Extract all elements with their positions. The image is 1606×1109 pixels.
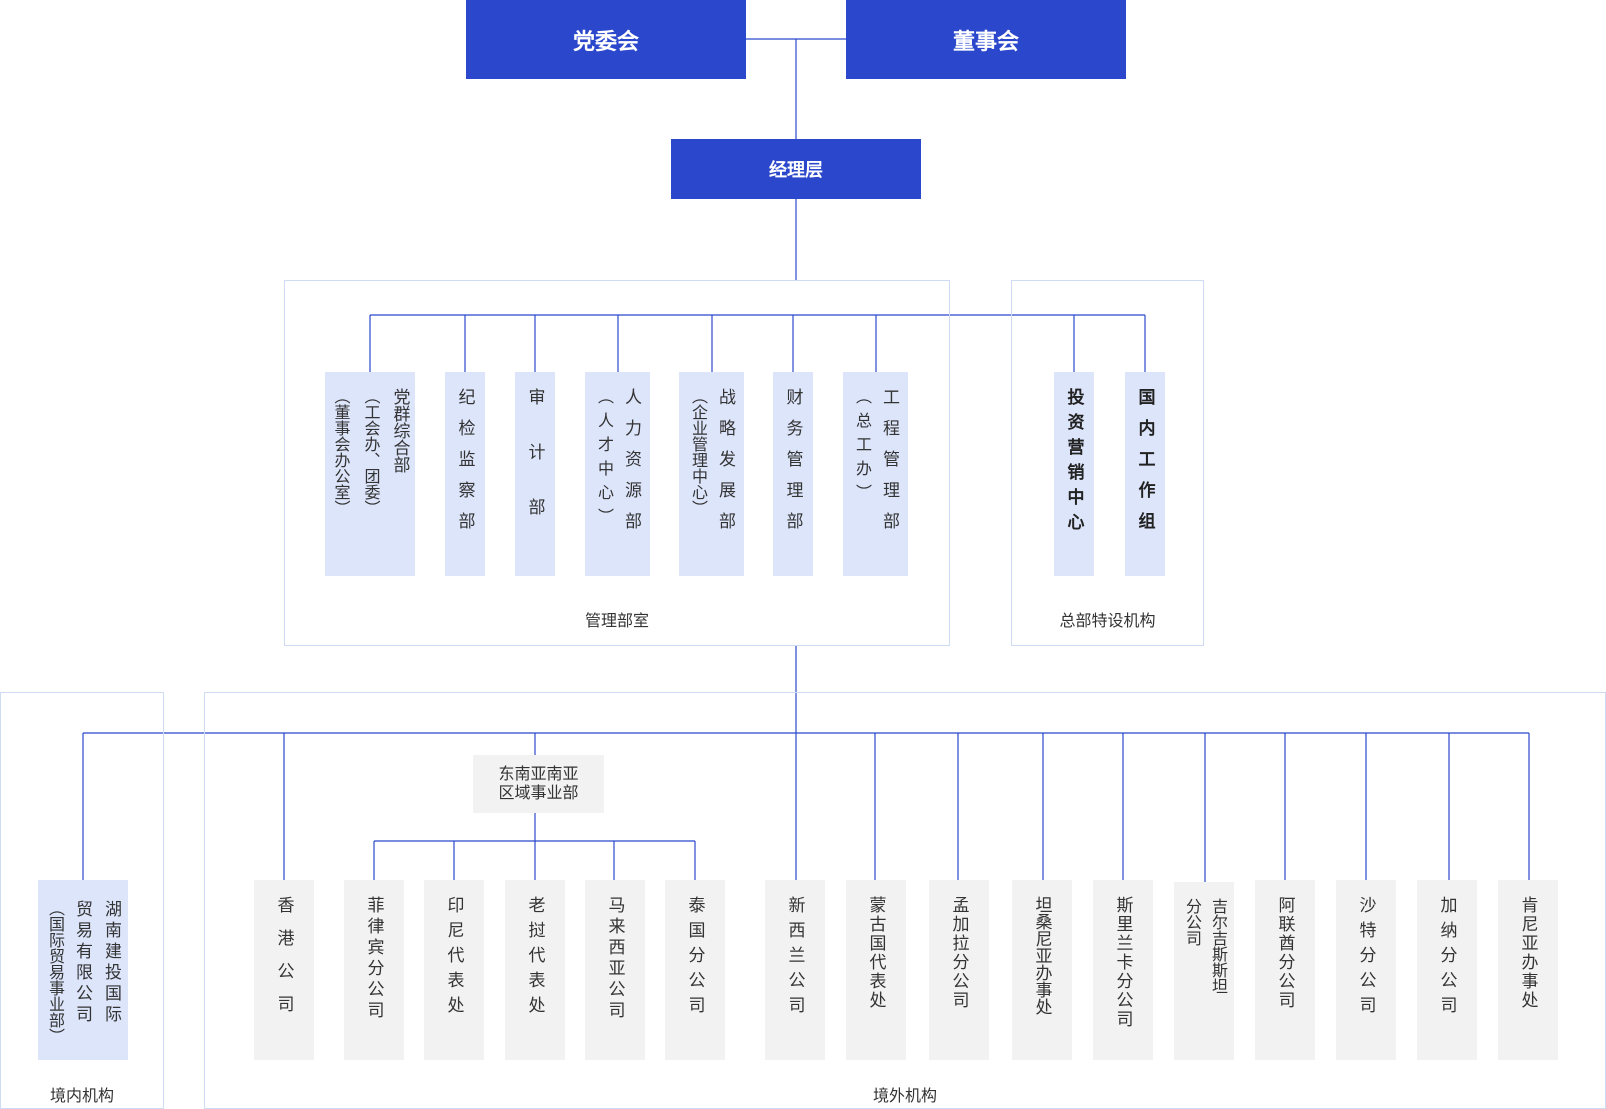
overseas-unit-name: 阿联酋分公司 [1275, 896, 1295, 1010]
overseas-unit-name: 泰国分公司 [685, 896, 705, 1021]
overseas-unit-name: 孟加拉分公司 [949, 896, 969, 1010]
special-name: 投资营销中心 [1064, 388, 1084, 538]
special-investment-marketing[interactable]: 投资营销中心 [1054, 372, 1094, 576]
dept-discipline[interactable]: 纪检监察部 [445, 372, 485, 576]
dept-name: 审计部 [525, 388, 545, 553]
sea-laos[interactable]: 老挝代表处 [505, 880, 565, 1060]
dept-audit[interactable]: 审计部 [515, 372, 555, 576]
overseas-sri-lanka[interactable]: 斯里兰卡分公司 [1093, 880, 1153, 1060]
dept-finance[interactable]: 财务管理部 [773, 372, 813, 576]
domestic-caption: 境内机构 [49, 1088, 114, 1105]
overseas-kenya[interactable]: 肯尼亚办事处 [1498, 880, 1558, 1060]
overseas-kyrgyzstan[interactable]: 吉尔吉斯斯坦 分公司 [1174, 882, 1234, 1060]
dept-note: （企业管理中心） [689, 388, 706, 516]
overseas-unit-name: 新西兰公司 [785, 896, 805, 1021]
dept-name: 纪检监察部 [455, 388, 475, 543]
overseas-ghana[interactable]: 加纳分公司 [1417, 880, 1477, 1060]
overseas-unit-name-2: 分公司 [1183, 898, 1200, 946]
overseas-new-zealand[interactable]: 新西兰公司 [765, 880, 825, 1060]
overseas-unit-name: 加纳分公司 [1437, 896, 1457, 1021]
overseas-unit-name: 坦桑尼亚办事处 [1032, 896, 1052, 1015]
sea-region-line2: 区域事业部 [498, 785, 579, 802]
special-name: 国内工作组 [1135, 388, 1155, 543]
dept-name: 战略发展部 [716, 388, 735, 543]
management-box[interactable]: 经理层 [671, 139, 921, 199]
sea-philippines[interactable]: 菲律宾分公司 [344, 880, 404, 1060]
domestic-name-2: 贸易有限公司 [73, 900, 92, 1026]
overseas-hongkong[interactable]: 香港公司 [254, 880, 314, 1060]
management-label: 经理层 [769, 160, 823, 180]
overseas-bangladesh[interactable]: 孟加拉分公司 [929, 880, 989, 1060]
party-committee-box[interactable]: 党委会 [466, 0, 746, 79]
overseas-saudi[interactable]: 沙特分公司 [1336, 880, 1396, 1060]
domestic-name: 湖南建投国际 [102, 900, 121, 1026]
sea-malaysia[interactable]: 马来西亚公司 [585, 880, 645, 1060]
party-committee-label: 党委会 [572, 28, 639, 54]
special-domestic-workgroup[interactable]: 国内工作组 [1125, 372, 1165, 576]
board-label: 董事会 [952, 28, 1019, 54]
dept-note: （人才中心） [595, 388, 612, 532]
domestic-hunan-trading[interactable]: 湖南建投国际 贸易有限公司 （国际贸易事业部） [38, 880, 128, 1060]
dept-party-general[interactable]: 党群综合部 （工会办、团委） （董事会办公室） [325, 372, 415, 576]
sea-region-box[interactable]: 东南亚南亚 区域事业部 [473, 755, 604, 813]
overseas-unit-name: 香港公司 [274, 896, 294, 1028]
hq-special-caption: 总部特设机构 [1059, 613, 1156, 630]
overseas-unit-name: 菲律宾分公司 [364, 896, 384, 1022]
overseas-unit-name: 马来西亚公司 [605, 896, 625, 1022]
sea-thailand[interactable]: 泰国分公司 [665, 880, 725, 1060]
dept-name: 党群综合部 [390, 388, 410, 473]
overseas-caption: 境外机构 [872, 1088, 937, 1105]
overseas-unit-name: 印尼代表处 [444, 896, 464, 1021]
dept-hr[interactable]: 人力资源部 （人才中心） [585, 372, 650, 576]
domestic-note: （国际贸易事业部） [46, 900, 63, 1044]
overseas-unit-name: 沙特分公司 [1356, 896, 1376, 1021]
dept-note: （工会办、团委） [361, 388, 379, 516]
overseas-unit-name: 蒙古国代表处 [866, 896, 886, 1010]
sea-indonesia[interactable]: 印尼代表处 [424, 880, 484, 1060]
dept-strategy[interactable]: 战略发展部 （企业管理中心） [679, 372, 744, 576]
overseas-tanzania[interactable]: 坦桑尼亚办事处 [1012, 880, 1072, 1060]
hq-special-frame [1011, 280, 1204, 646]
dept-name: 工程管理部 [880, 388, 899, 543]
dept-name: 财务管理部 [783, 388, 803, 543]
hq-departments-caption: 管理部室 [584, 613, 649, 630]
dept-note: （总工办） [853, 388, 870, 508]
hq-departments-frame [284, 280, 950, 646]
dept-note: （董事会办公室） [331, 388, 349, 516]
overseas-unit-name: 斯里兰卡分公司 [1113, 896, 1133, 1029]
sea-region-line1: 东南亚南亚 [498, 766, 579, 783]
board-box[interactable]: 董事会 [846, 0, 1126, 79]
overseas-unit-name: 老挝代表处 [525, 896, 545, 1021]
dept-engineering[interactable]: 工程管理部 （总工办） [843, 372, 908, 576]
overseas-unit-name: 肯尼亚办事处 [1518, 896, 1538, 1010]
dept-name: 人力资源部 [622, 388, 641, 543]
overseas-unit-name: 吉尔吉斯斯坦 [1209, 898, 1226, 994]
overseas-mongolia[interactable]: 蒙古国代表处 [846, 880, 906, 1060]
overseas-uae[interactable]: 阿联酋分公司 [1255, 880, 1315, 1060]
